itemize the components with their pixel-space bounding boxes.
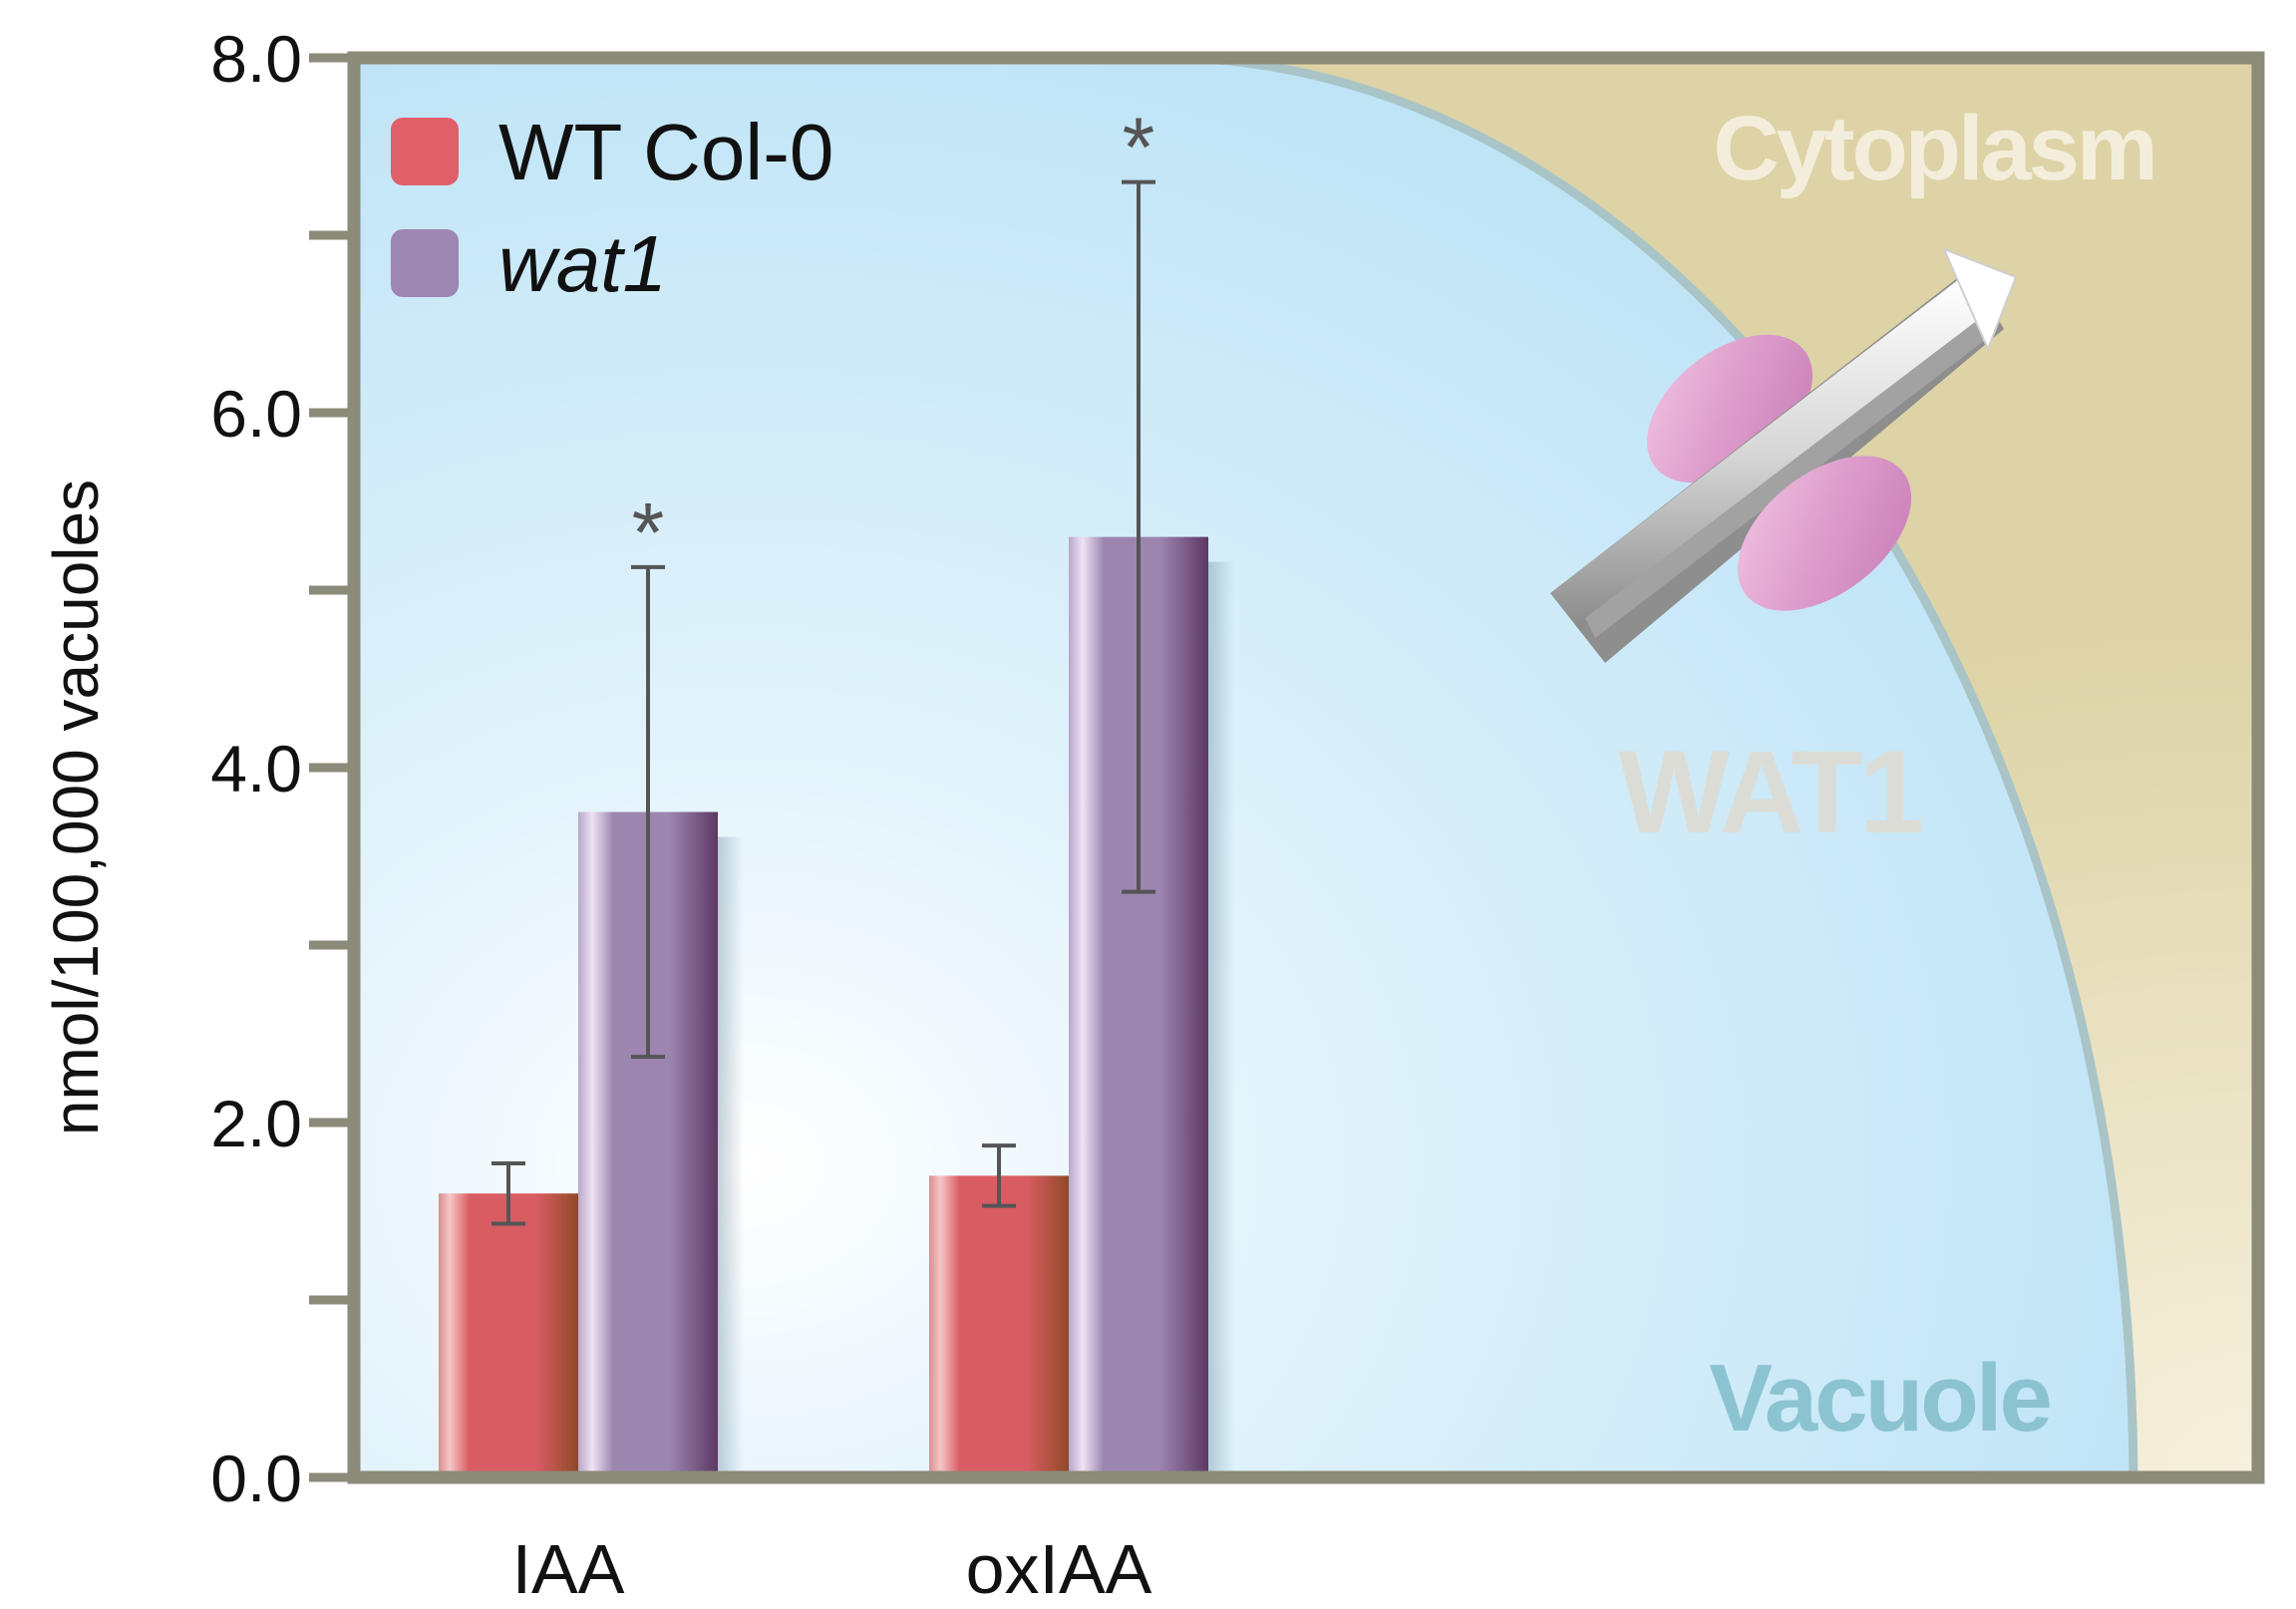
significance-marker: * — [1123, 101, 1155, 194]
x-tick-label: IAA — [512, 1530, 625, 1608]
error-bar — [982, 1143, 1016, 1208]
significance-marker: * — [632, 485, 665, 579]
bar-wt-col-0-oxiaa — [929, 1175, 1069, 1477]
error-bar — [492, 1160, 525, 1226]
transporter-lower-lobe — [1737, 456, 1912, 611]
x-tick-label: oxIAA — [966, 1530, 1152, 1608]
arrow-shaft — [1550, 279, 1984, 630]
arrow-shaft-edge — [1585, 319, 1989, 638]
legend-swatch — [391, 118, 459, 185]
legend-swatch — [391, 229, 459, 297]
y-axis-label: nmol/100,000 vacuoles — [40, 480, 112, 1135]
y-axis: 0.0 2.0 4.0 6.0 8.0 — [210, 22, 354, 1515]
error-bars-group — [492, 179, 1155, 1226]
error-bar — [631, 564, 665, 1060]
cytoplasm-label: Cytoplasm — [1713, 98, 2154, 199]
legend: WT Col-0 wat1 — [391, 108, 833, 308]
bar-shadow — [718, 836, 744, 1477]
bar-wt-col-0-iaa — [439, 1193, 578, 1477]
legend-label: WT Col-0 — [498, 108, 833, 196]
y-tick-label: 2.0 — [210, 1087, 302, 1160]
wat1-protein-label: WAT1 — [1618, 727, 1921, 858]
bar-shadow — [1208, 561, 1234, 1477]
error-bar — [1122, 179, 1155, 894]
vacuole-label: Vacuole — [1709, 1345, 2050, 1451]
significance-markers: ** — [632, 101, 1155, 579]
transporter-illustration — [1550, 247, 2018, 663]
y-tick-label: 8.0 — [210, 22, 302, 96]
y-tick-label: 6.0 — [210, 377, 302, 451]
y-tick-label: 0.0 — [210, 1442, 302, 1515]
legend-label: wat1 — [498, 219, 667, 308]
arrow-head — [1942, 247, 2018, 352]
x-axis: IAA oxIAA — [512, 1530, 1152, 1608]
y-tick-label: 4.0 — [210, 732, 302, 805]
